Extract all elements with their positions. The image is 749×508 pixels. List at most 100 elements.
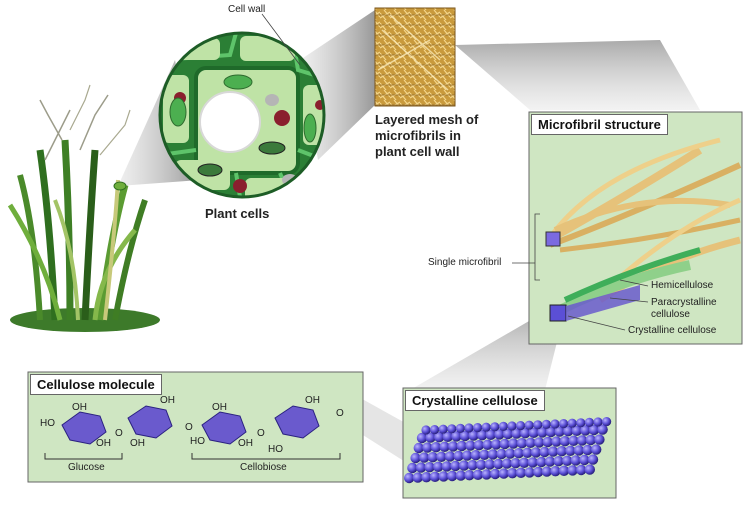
crystalline-cellulose-title: Crystalline cellulose — [405, 390, 545, 411]
cellulose-sphere — [551, 436, 562, 447]
cellulose-sphere — [433, 461, 444, 472]
funnel-microfibril-to-crystalline — [410, 310, 562, 390]
ho-label: HO — [40, 418, 55, 429]
cellulose-sphere — [494, 429, 505, 440]
cellulose-sphere — [476, 459, 487, 470]
cellulose-sphere — [485, 429, 496, 440]
cellulose-rings — [61, 405, 320, 445]
cellulose-sphere — [528, 427, 539, 438]
cellulose-sphere — [410, 452, 421, 464]
glucose-bracket — [44, 453, 123, 460]
microfibril-structure-title: Microfibril structure — [531, 114, 668, 135]
cellulose-sphere — [421, 472, 432, 483]
cellulose-sphere — [582, 444, 593, 456]
cellulose-sphere — [537, 427, 548, 438]
cellulose-sphere — [455, 470, 466, 481]
cellulose-sphere — [507, 468, 518, 479]
cellulose-sphere — [458, 460, 470, 471]
cellulose-sphere — [591, 444, 602, 455]
o-link-label: O — [257, 428, 265, 439]
oh-label: OH — [96, 438, 111, 449]
oh-label: OH — [72, 402, 87, 413]
cellulose-sphere — [498, 468, 509, 479]
cellulose-sphere — [447, 470, 458, 482]
cellulose-sphere — [511, 428, 522, 439]
cellulose-sphere — [568, 435, 579, 446]
cellulose-sphere — [562, 455, 573, 466]
cellulose-sphere — [436, 451, 447, 462]
cellulose-sphere — [508, 438, 519, 449]
cellulose-sphere — [455, 423, 465, 433]
cellulose-sphere — [465, 440, 476, 451]
oh-label: OH — [238, 438, 253, 449]
cellulose-sphere — [430, 425, 440, 435]
cellulose-sphere — [496, 448, 507, 460]
microfibril-bundle-illustration — [545, 137, 742, 322]
cellulose-sphere — [413, 442, 424, 454]
cellulose-sphere — [534, 437, 545, 448]
cellulose-sphere — [541, 466, 552, 477]
cellulose-sphere — [576, 418, 586, 428]
crystalline-sphere-lattice — [404, 417, 612, 484]
oh-label: OH — [130, 438, 145, 449]
cellulose-sphere — [579, 454, 590, 466]
cellulose-sphere — [491, 439, 502, 450]
cellulose-sphere — [482, 439, 493, 450]
cellulose-sphere — [502, 428, 514, 440]
cellulose-sphere — [580, 425, 591, 436]
cellulose-sphere — [520, 428, 531, 439]
cellulose-sphere — [516, 438, 528, 449]
cellulose-sphere — [550, 466, 561, 477]
cellulose-sphere — [524, 467, 535, 478]
glucose-label: Glucose — [68, 462, 105, 473]
cellulose-sphere — [533, 466, 544, 478]
cellulose-sphere — [527, 457, 538, 468]
cellulose-sphere — [490, 422, 500, 432]
cellulose-sphere — [404, 472, 415, 484]
cellulose-sphere — [556, 446, 567, 457]
cellulose-sphere — [421, 425, 431, 435]
mesh-label-line1: Layered mesh of — [375, 112, 479, 127]
cellulose-sphere — [539, 446, 550, 458]
cellulose-sphere — [536, 456, 547, 468]
cellulose-sphere — [597, 424, 608, 435]
cellulose-sphere — [439, 441, 450, 452]
oh-label: OH — [305, 395, 320, 406]
cellulose-sphere — [434, 432, 445, 443]
cellulose-sphere — [479, 449, 490, 460]
cellulose-sphere — [584, 417, 595, 427]
hemicellulose-label: Hemicellulose — [651, 280, 714, 291]
cellulose-sphere — [571, 425, 582, 436]
cellulose-sphere — [447, 424, 457, 434]
cellulose-sphere — [473, 423, 483, 433]
cellulose-sphere — [550, 419, 560, 429]
crystalline-cellulose-small-label: Crystalline cellulose — [628, 325, 717, 336]
cellulose-sphere — [553, 456, 564, 467]
cellulose-sphere — [525, 437, 536, 448]
o-end-label: O — [336, 408, 344, 419]
cellulose-sphere — [427, 452, 438, 463]
cellulose-sphere — [444, 451, 456, 462]
cellulose-sphere — [516, 421, 526, 431]
cellulose-sphere — [462, 450, 473, 461]
cellulose-sphere — [522, 447, 533, 458]
cellulose-sphere — [567, 465, 578, 476]
cellulose-sphere — [576, 464, 587, 476]
cellulose-sphere — [554, 426, 565, 437]
cellulose-sphere — [419, 452, 430, 463]
cellulose-sphere — [519, 457, 530, 468]
cellulose-sphere — [429, 471, 441, 482]
grass-plant-illustration — [7, 84, 160, 332]
paracrystalline-label-line2: cellulose — [651, 309, 690, 320]
cellulose-sphere — [481, 469, 492, 480]
cellulose-sphere — [587, 454, 599, 465]
cell-wall-leader — [261, 13, 301, 66]
cellulose-sphere — [545, 426, 557, 438]
mesh-label-line3: plant cell wall — [375, 144, 460, 159]
cellulose-sphere — [477, 430, 488, 441]
cellulose-sphere — [407, 462, 418, 474]
cellulose-sphere — [499, 438, 510, 450]
cellulose-sphere — [567, 418, 577, 428]
cellulose-sphere — [448, 441, 459, 452]
cellulose-sphere — [594, 434, 605, 445]
